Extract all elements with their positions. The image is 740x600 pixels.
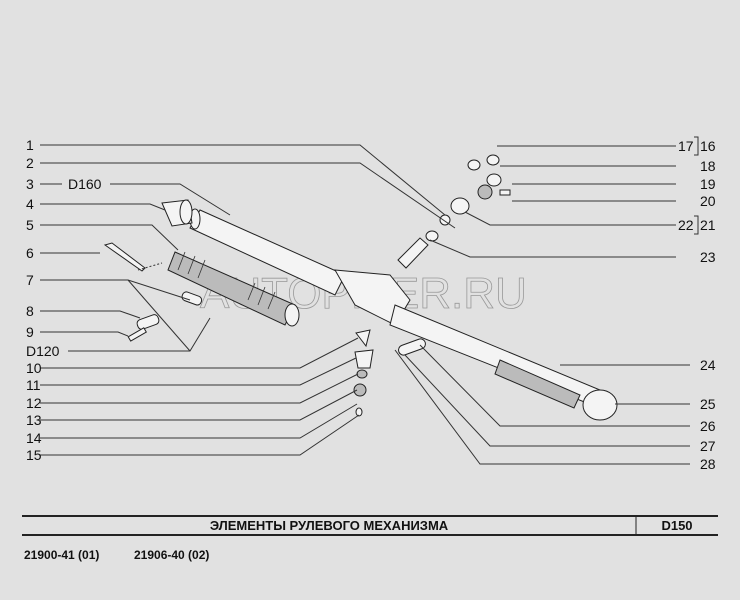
sheet-title: ЭЛЕМЕНТЫ РУЛЕВОГО МЕХАНИЗМА: [209, 518, 449, 533]
callouts-right: 17 16 18 19 20 22 21 23 24 25 26 27 28: [678, 138, 716, 472]
nut-18: [477, 184, 493, 200]
leader-lines-right: [394, 136, 699, 465]
boot-25: [582, 389, 618, 421]
callout-7: 7: [26, 272, 34, 288]
leader-lines-left: [40, 144, 456, 456]
callout-D120: D120: [26, 343, 60, 359]
clamp-26: [398, 338, 426, 356]
callout-4: 4: [26, 196, 34, 212]
callout-20: 20: [700, 193, 716, 209]
rack-teeth-24: [494, 359, 581, 409]
callout-18: 18: [700, 158, 716, 174]
callout-6: 6: [26, 245, 34, 261]
callout-1: 1: [26, 137, 34, 153]
callout-9: 9: [26, 324, 34, 340]
tie-6: [103, 242, 146, 272]
callout-10: 10: [26, 360, 42, 376]
callout-25: 25: [700, 396, 716, 412]
callout-11: 11: [26, 377, 41, 393]
callout-D160: D160: [68, 176, 102, 192]
model-code-1: 21900-41 (01): [24, 548, 100, 562]
steering-rack-drawing: [103, 154, 618, 421]
callout-12: 12: [26, 395, 42, 411]
plate-7: [181, 291, 203, 306]
callout-19: 19: [700, 176, 716, 192]
part-11: [354, 349, 374, 369]
callout-13: 13: [26, 412, 42, 428]
callout-2: 2: [26, 155, 34, 171]
callout-23: 23: [700, 249, 716, 265]
callout-15: 15: [26, 447, 42, 463]
sheet-code: D150: [661, 518, 693, 533]
callout-24: 24: [700, 357, 716, 373]
callout-21: 21: [700, 217, 716, 233]
plate-8: [136, 314, 160, 330]
callout-17: 17: [678, 138, 694, 154]
bellows-5: [167, 251, 296, 326]
callout-14: 14: [26, 430, 42, 446]
callout-8: 8: [26, 303, 34, 319]
footer-frame: [22, 515, 718, 536]
callout-3: 3: [26, 176, 34, 192]
callout-22: 22: [678, 217, 694, 233]
model-code-2: 21906-40 (02): [134, 548, 210, 562]
callout-26: 26: [700, 418, 716, 434]
callout-27: 27: [700, 438, 716, 454]
pinion-23: [397, 237, 429, 269]
callout-16: 16: [700, 138, 716, 154]
seal-22: [450, 197, 470, 215]
part-10: [355, 329, 371, 348]
callout-28: 28: [700, 456, 716, 472]
ring-17: [467, 159, 481, 171]
bolt-9: [127, 327, 147, 342]
callout-5: 5: [26, 217, 34, 233]
callouts-left: 1 2 3 D160 4 5 6 7 8 9 D120 10 11 12 13 …: [26, 137, 102, 463]
